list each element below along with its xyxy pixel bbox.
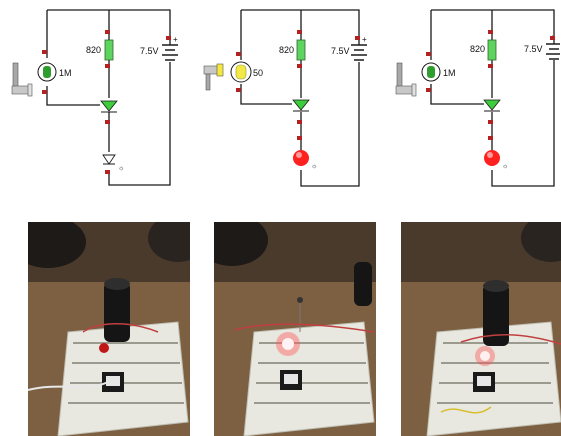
terminals xyxy=(42,30,171,174)
resistor xyxy=(487,39,497,61)
resistor-value-label: 820 xyxy=(470,44,485,54)
resistor xyxy=(296,39,306,61)
flashlight-icon xyxy=(203,63,224,91)
svg-text:☼: ☼ xyxy=(311,163,317,170)
battery-voltage-label: 7.5V xyxy=(331,46,350,56)
svg-text:+: + xyxy=(362,35,367,44)
svg-text:☼: ☼ xyxy=(502,163,508,170)
flashlight-icon xyxy=(395,62,417,97)
led-glowing xyxy=(282,338,294,350)
diode xyxy=(100,100,118,112)
flashlight xyxy=(483,284,509,346)
svg-text:☼: ☼ xyxy=(118,165,124,172)
led-off xyxy=(102,154,116,165)
sensor-value-label: 1M xyxy=(443,68,456,78)
breadboard-photo-1 xyxy=(28,222,190,436)
battery-voltage-label: 7.5V xyxy=(140,46,159,56)
resistor xyxy=(104,39,114,61)
svg-text:+: + xyxy=(173,35,178,44)
circuit-diagram-2: + 7.5V 820 50 ☼ xyxy=(203,9,367,187)
battery: + xyxy=(162,35,178,61)
battery-voltage-label: 7.5V xyxy=(524,44,543,54)
sensor-value-label: 50 xyxy=(253,68,263,78)
diode xyxy=(292,99,310,111)
led-glowing xyxy=(480,351,490,361)
circuit-panel-1: + 7.5V 820 1M ☼ xyxy=(0,0,187,195)
breadboard-photo-3 xyxy=(401,222,561,436)
circuit-panel-3: + 7.5V 820 1M ☼ xyxy=(374,0,561,195)
resistor-value-label: 820 xyxy=(86,45,101,55)
terminals xyxy=(236,30,360,140)
terminals xyxy=(426,30,555,140)
diode xyxy=(483,99,501,111)
circuit-panel-2: + 7.5V 820 50 ☼ xyxy=(187,0,374,195)
circuit-diagram-1: + 7.5V 820 1M ☼ xyxy=(11,9,178,186)
breadboard-holes xyxy=(254,342,370,404)
sensor-value-label: 1M xyxy=(59,68,72,78)
battery: + xyxy=(351,35,367,61)
breadboard-photo-2 xyxy=(214,222,376,436)
flashlight xyxy=(104,282,130,342)
led-on xyxy=(484,150,500,166)
flashlight-icon xyxy=(11,62,33,97)
wires xyxy=(430,9,555,187)
led-unlit xyxy=(99,343,109,353)
circuit-diagram-3: + 7.5V 820 1M ☼ xyxy=(395,9,560,187)
resistor-value-label: 820 xyxy=(279,45,294,55)
breadboard-holes xyxy=(68,342,184,404)
led-on xyxy=(293,150,309,166)
